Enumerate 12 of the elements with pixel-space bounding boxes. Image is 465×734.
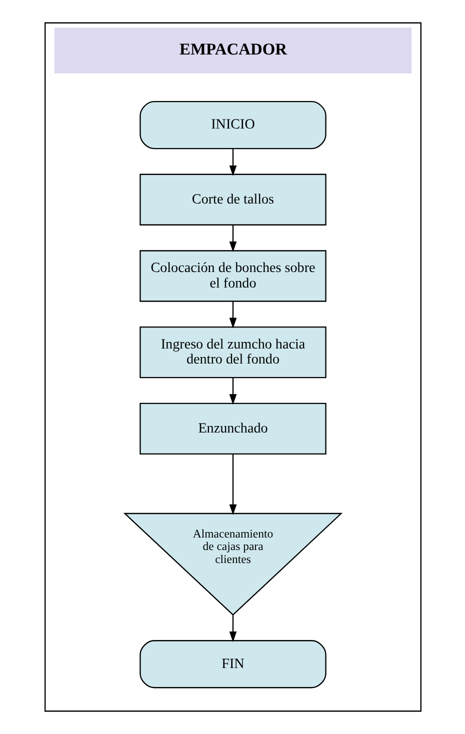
node-box: Corte de tallos [139,174,326,226]
arrow [228,454,236,515]
node-box: INICIO [139,101,326,150]
arrow [228,301,236,328]
arrow [228,378,236,405]
node-box: FIN [139,640,326,688]
arrow [228,615,236,642]
arrow [228,225,236,252]
node-box: Enzunchado [139,402,326,454]
node-box: Colocación de bonches sobre el fondo [139,250,326,302]
node-box: Ingreso del zumcho hacia dentro del fondo [139,326,326,378]
arrow [228,148,236,176]
